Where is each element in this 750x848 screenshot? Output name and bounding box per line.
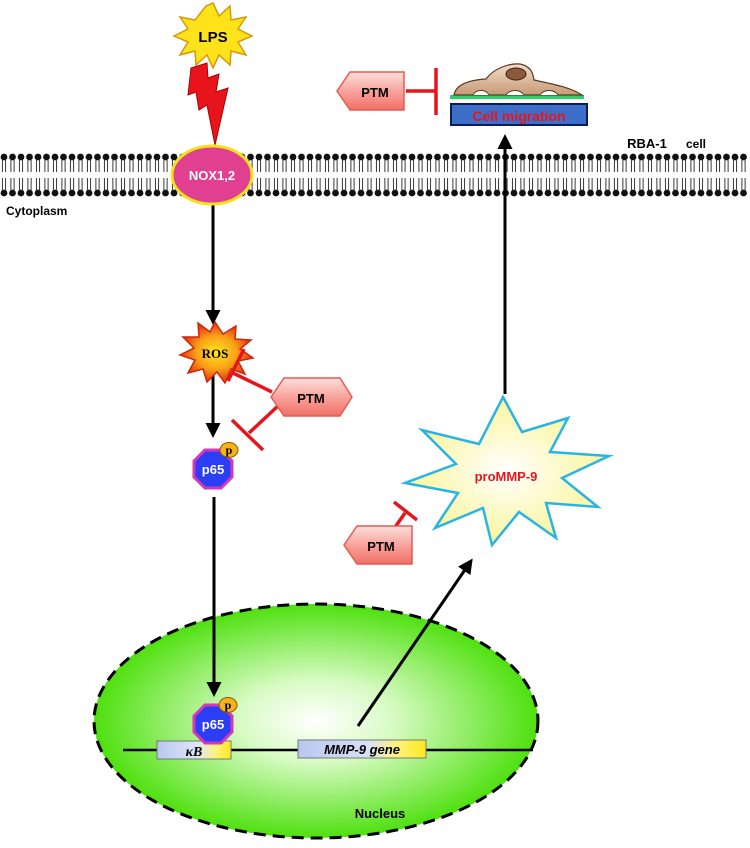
nox-label: NOX1,2 [189,168,235,183]
cell-migration-label: Cell migration [472,108,565,124]
phospho-badge [218,697,238,713]
mmp9-gene-label: MMP-9 gene [324,742,400,757]
lightning-bolt-icon [187,62,229,146]
cell-migration-box [450,103,588,126]
cytoplasm-label: Cytoplasm [6,204,67,218]
nucleus-ellipse [92,602,540,840]
p65-label: p65 [202,462,224,477]
lps-starburst [172,2,254,70]
phospho-label: p [225,698,232,712]
cell-word-label: cell [686,137,706,151]
nucleus-label: Nucleus [355,806,406,821]
cell-type-label: RBA-1 [627,136,667,151]
phospho-label: p [226,443,233,457]
ptm-inhibitor-label: PTM [367,539,394,554]
mmp9-gene-element [297,739,427,759]
ptm-inhibitor-badge [343,525,413,565]
p65-label: p65 [202,717,224,732]
nox-receptor [170,144,254,206]
arrow-gene-to-prommp9 [356,558,473,727]
phospho-badge [219,442,239,458]
prommp9-label: proMMP-9 [475,469,538,484]
ptm-inhibitor-label: PTM [297,391,324,406]
cell-membrane [0,153,747,197]
ptm-inhibitor-label: PTM [361,85,388,100]
lps-label: LPS [198,29,227,46]
inhibition-ptm-migration [406,68,438,115]
inhibition-ptm-ros [226,348,273,394]
kb-label: κB [186,745,203,760]
migrating-cell-icon [450,63,584,99]
ros-label: ROS [202,346,229,361]
kb-element [156,740,232,760]
ptm-inhibitor-badge [270,377,353,417]
ptm-inhibitor-badge [336,71,405,111]
prommp9-burst [400,394,614,548]
inhibition-ptm-p65 [230,403,281,452]
